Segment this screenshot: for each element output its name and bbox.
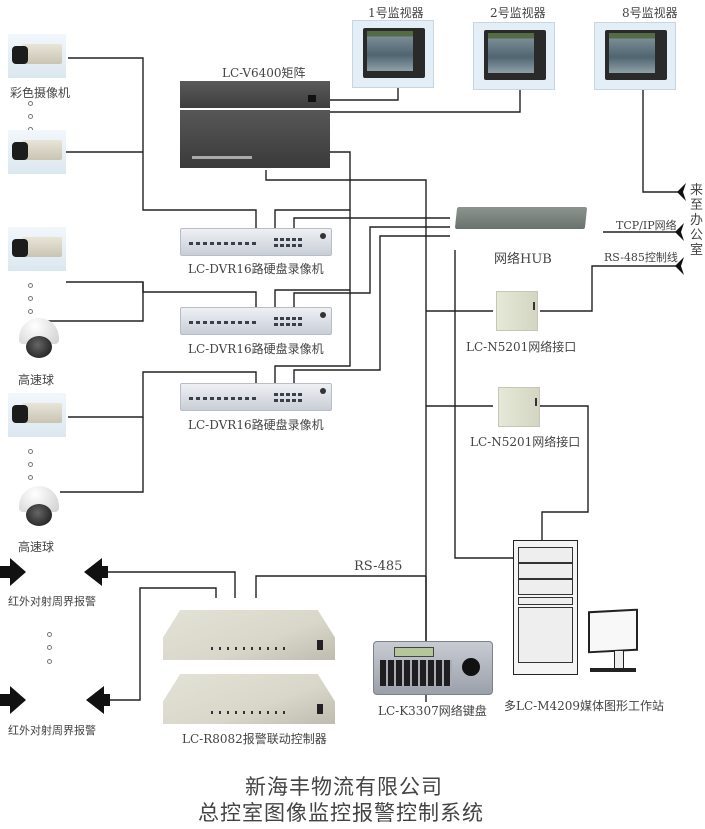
office-char: 至 xyxy=(690,198,704,213)
perimeter-arrow-right-2 xyxy=(86,686,110,714)
ellipsis-dot xyxy=(28,449,33,454)
ellipsis-dot xyxy=(28,475,33,480)
keyboard-label: LC-K3307网络键盘 xyxy=(378,704,487,718)
wire-hub-ws xyxy=(454,250,514,559)
workstation-label: 多LC-M4209媒体图形工作站 xyxy=(504,699,665,713)
network-interface-1 xyxy=(496,291,538,331)
ellipsis-dot xyxy=(28,462,33,467)
wire-alarm-perimeter1 xyxy=(108,571,236,598)
rs485-label: RS-485 xyxy=(354,559,403,574)
perimeter-alarm-2-label: 红外对射周界报警 xyxy=(8,724,96,737)
perimeter-alarm-1-label: 红外对射周界报警 xyxy=(8,595,96,608)
workstation-monitor xyxy=(588,608,638,678)
wire-nbox1-rs485 xyxy=(540,265,678,312)
wire-matrix-bus xyxy=(274,210,351,307)
ellipsis-dot xyxy=(47,632,52,637)
monitor-2-label: 2号监视器 xyxy=(490,6,546,20)
office-char: 公 xyxy=(690,228,704,243)
speed-dome-1 xyxy=(18,318,60,360)
rs485-control-label: RS-485控制线 xyxy=(604,251,678,264)
hub-label: 网络HUB xyxy=(494,252,552,267)
color-camera-3 xyxy=(8,227,66,271)
arrowhead-office-3 xyxy=(675,257,684,275)
wire-camera4-dvr3 xyxy=(68,371,257,418)
office-char: 室 xyxy=(690,243,704,258)
alarm-controller-label: LC-R8082报警联动控制器 xyxy=(182,732,327,746)
workstation-tower xyxy=(513,540,578,675)
speed-dome-2 xyxy=(18,486,60,528)
alarm-controller-1 xyxy=(163,610,335,660)
wire-dome2-dvr3 xyxy=(60,417,144,493)
tcpip-label: TCP/IP网络 xyxy=(616,219,677,232)
color-camera-4 xyxy=(8,393,66,437)
speed-dome-1-label: 高速球 xyxy=(18,373,55,387)
ellipsis-dot xyxy=(28,296,33,301)
arrowhead-office-1 xyxy=(677,183,686,201)
color-camera-1 xyxy=(8,34,66,78)
monitor-8 xyxy=(594,22,676,90)
ellipsis-dot xyxy=(47,659,52,664)
monitor-1 xyxy=(352,20,434,88)
title-company: 新海丰物流有限公司 xyxy=(245,775,443,799)
network-keyboard xyxy=(373,641,493,695)
wire-monitor8-office xyxy=(642,87,680,193)
title-system: 总控室图像监控报警控制系统 xyxy=(198,801,484,825)
wire-hub-dvr1 xyxy=(293,217,450,228)
alarm-controller-2 xyxy=(163,674,335,724)
ellipsis-dot xyxy=(47,645,52,650)
wire-nbox2-ws xyxy=(540,405,589,540)
office-char: 来 xyxy=(690,183,704,198)
wire-monitor2-matrix xyxy=(330,87,521,113)
office-label: 来 至 办 公 室 xyxy=(690,183,704,258)
wire-dome1-dvr2 xyxy=(48,282,144,322)
color-camera-label: 彩色摄像机 xyxy=(10,86,71,100)
wire-rs485-keyboard xyxy=(255,575,426,598)
wire-alarm-perimeter2 xyxy=(110,587,217,701)
dvr-1-label: LC-DVR16路硬盘录像机 xyxy=(188,262,324,276)
network-hub xyxy=(454,207,588,229)
speed-dome-2-label: 高速球 xyxy=(18,540,55,554)
perimeter-arrow-left-2 xyxy=(0,686,26,714)
monitor-8-label: 8号监视器 xyxy=(622,6,678,20)
dvr-3 xyxy=(180,383,332,411)
matrix-switcher xyxy=(180,81,330,171)
perimeter-arrow-right-1 xyxy=(84,558,108,586)
monitor-1-label: 1号监视器 xyxy=(368,6,424,20)
wire-monitor1-matrix xyxy=(330,87,399,101)
ellipsis-dot xyxy=(28,114,33,119)
office-char: 办 xyxy=(690,213,704,228)
wire-matrix-bus2 xyxy=(274,290,351,383)
arrowhead-office-2 xyxy=(675,223,684,241)
network-interface-2-label: LC-N5201网络接口 xyxy=(470,435,581,449)
perimeter-arrow-left-1 xyxy=(0,558,26,586)
matrix-label: LC-V6400矩阵 xyxy=(222,66,306,80)
wire-camera3-dvr2 xyxy=(66,281,257,307)
color-camera-2 xyxy=(8,130,66,174)
wire-camera1-dvr1 xyxy=(68,57,257,228)
ellipsis-dot xyxy=(28,309,33,314)
ellipsis-dot xyxy=(28,101,33,106)
wire-hub-dvr3 xyxy=(293,235,450,383)
ellipsis-dot xyxy=(28,283,33,288)
wire-hub-dvr2 xyxy=(293,226,450,307)
dvr-3-label: LC-DVR16路硬盘录像机 xyxy=(188,418,324,432)
wire-matrix-ws xyxy=(265,170,427,702)
dvr-1 xyxy=(180,228,332,256)
network-interface-2 xyxy=(498,387,540,427)
network-interface-1-label: LC-N5201网络接口 xyxy=(466,340,577,354)
monitor-2 xyxy=(473,22,555,90)
dvr-2-label: LC-DVR16路硬盘录像机 xyxy=(188,342,324,356)
dvr-2 xyxy=(180,307,332,335)
